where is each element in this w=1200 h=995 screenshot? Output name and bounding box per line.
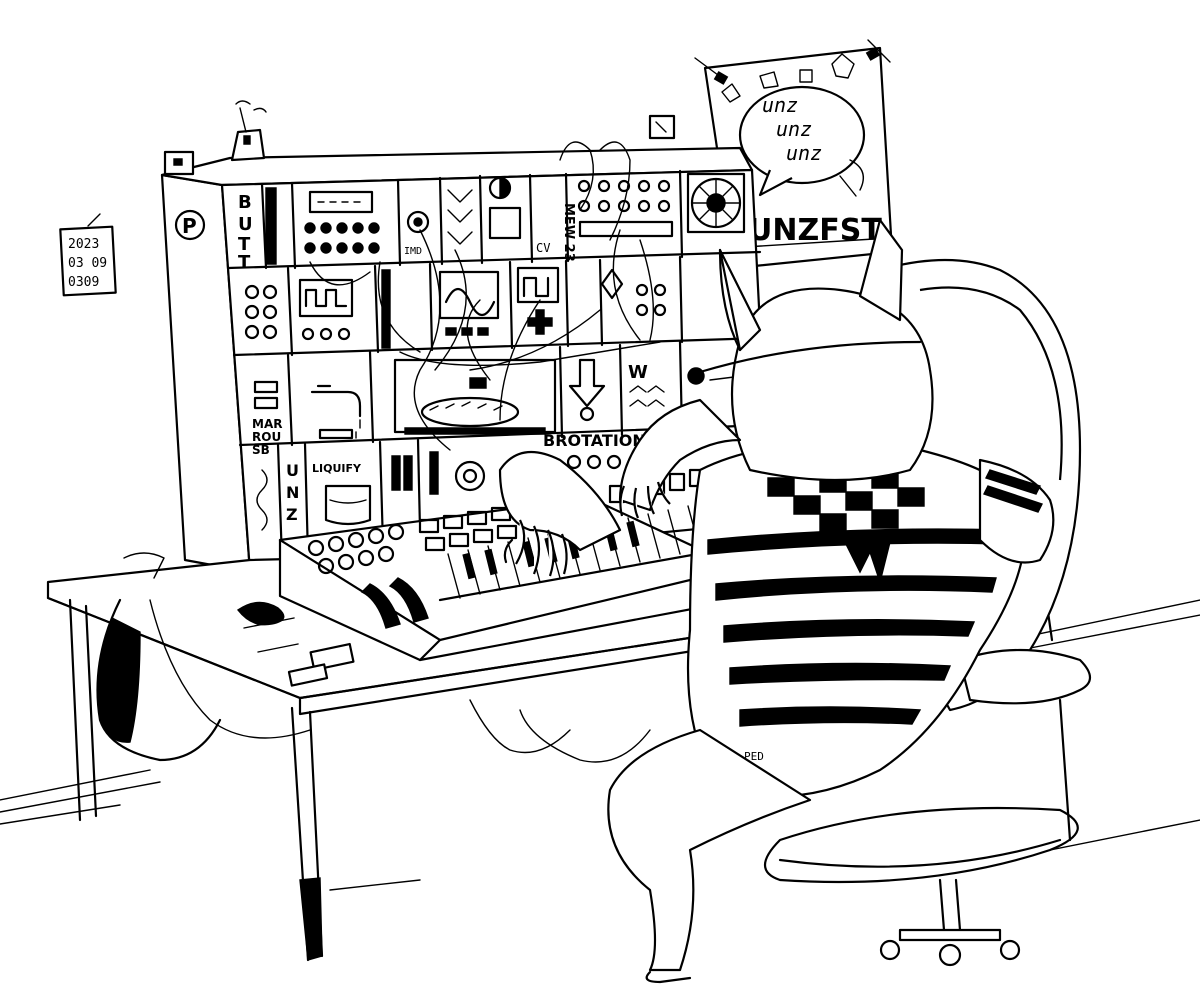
module-brotation: BROTATION	[543, 431, 646, 450]
module-unz-1: U	[286, 461, 299, 480]
module-marrou-2: ROU	[252, 430, 281, 444]
pedal-tag: PED	[744, 750, 764, 763]
date-note-line1: 2023	[68, 237, 99, 252]
date-note-line2: 03 09	[68, 256, 107, 271]
date-note: 2023 03 09 0309	[60, 214, 115, 295]
module-cv: CV	[536, 241, 550, 255]
module-butt-3: T	[238, 234, 251, 255]
module-marrou-3: SB	[252, 443, 270, 457]
patch-cables	[310, 142, 950, 450]
module-mew: MEW 23	[561, 203, 576, 262]
module-unz-3: Z	[286, 505, 298, 524]
module-switch-tag: IMD	[404, 246, 422, 257]
rack-logo: P	[182, 214, 197, 238]
left-hand	[500, 452, 620, 576]
module-w: W	[628, 362, 648, 383]
module-butt-2: U	[238, 214, 253, 235]
date-note-line3: 0309	[68, 275, 99, 290]
poster-bubble-line3: unz	[786, 141, 822, 165]
poster-bubble-line1: unz	[762, 93, 798, 117]
poster-bubble-line2: unz	[776, 117, 812, 141]
module-unz-2: N	[286, 483, 299, 502]
cat-musician	[608, 220, 1053, 982]
module-butt-4: T	[238, 252, 251, 273]
module-liquify: LIQUIFY	[312, 462, 362, 475]
module-butt-1: B	[238, 192, 252, 213]
module-marrou-1: MAR	[252, 417, 282, 431]
keyboard-controller	[280, 466, 740, 660]
